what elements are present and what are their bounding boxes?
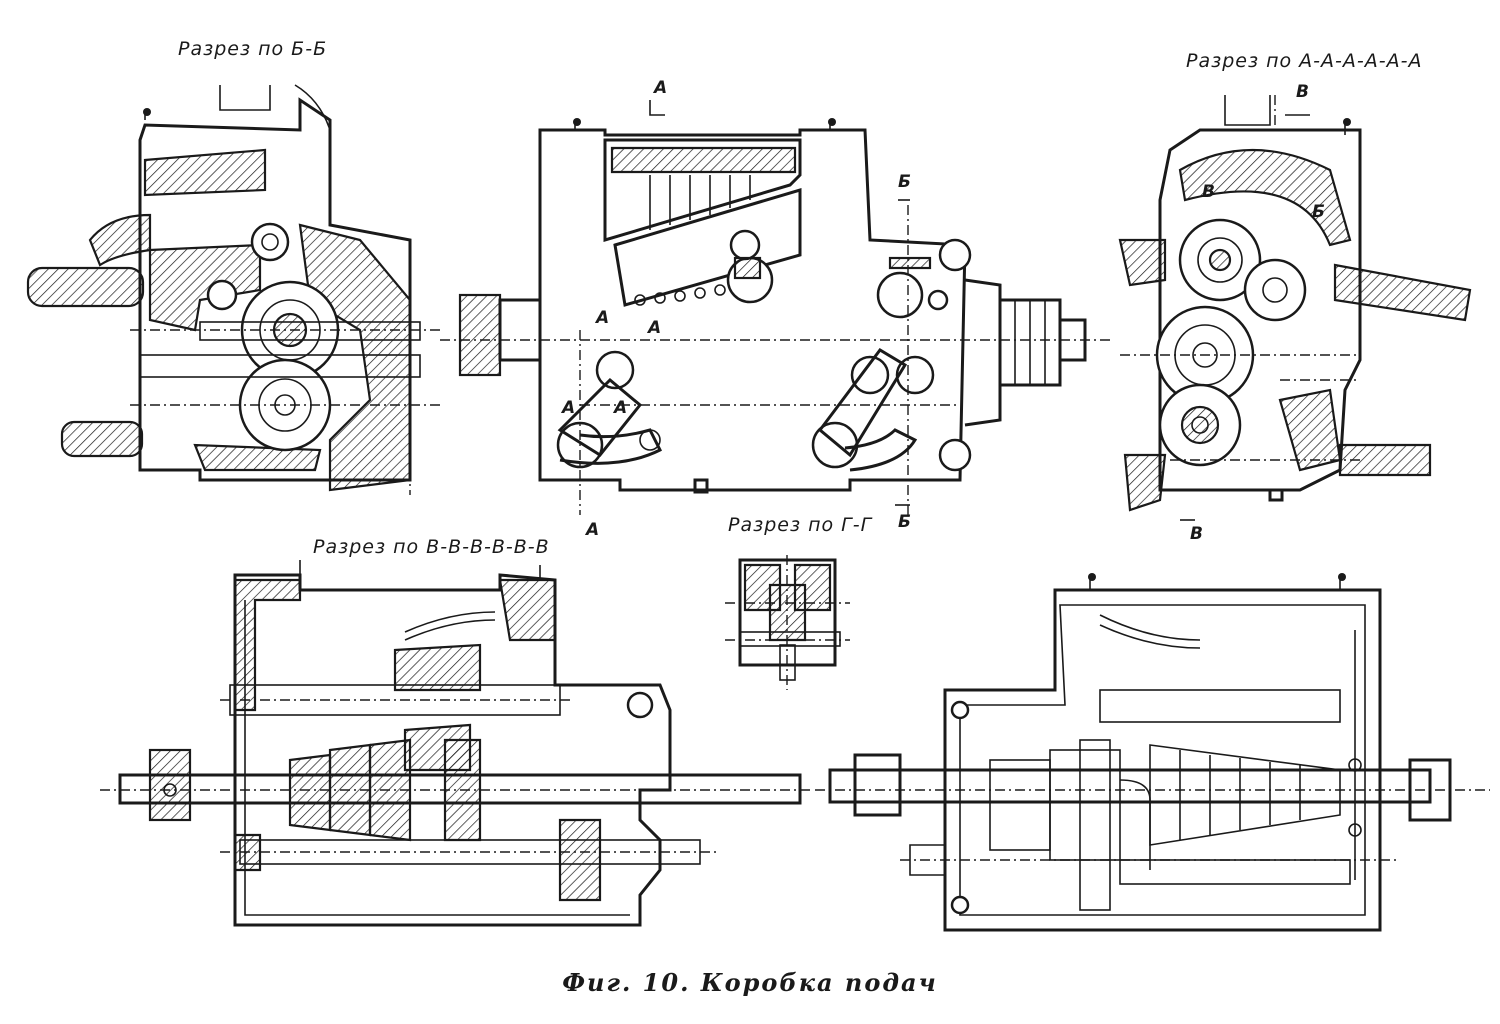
section-aaa-title: Разрез по А-А-А-А-А-А <box>1186 50 1423 72</box>
view-plan <box>815 573 1490 932</box>
section-vvv-title: Разрез по В-В-В-В-В-В <box>313 536 550 558</box>
cut-mark-v-top: В <box>1296 82 1309 102</box>
view-section-aaa <box>1118 95 1472 521</box>
cut-mark-a-inner-3: А <box>562 398 576 418</box>
cut-mark-v-inner-1: В <box>1202 182 1215 202</box>
figure-caption: Фиг. 10. Коробка подач <box>562 968 938 997</box>
cut-mark-b-bottom: Б <box>898 512 911 532</box>
view-section-bb <box>26 84 440 495</box>
cut-mark-b-top: Б <box>898 172 911 192</box>
cut-mark-v-bottom: В <box>1190 524 1203 544</box>
cut-mark-a-top: А <box>654 78 668 98</box>
view-front <box>440 100 1110 515</box>
cut-mark-a-inner-4: А <box>614 398 628 418</box>
section-gg-title: Разрез по Г-Г <box>728 514 873 536</box>
cut-mark-a-inner-1: А <box>596 308 610 328</box>
cut-mark-a-inner-2: А <box>648 318 662 338</box>
view-section-vvv <box>100 560 810 927</box>
cut-mark-a-bottom: А <box>586 520 600 540</box>
view-section-gg <box>725 555 850 690</box>
section-bb-title: Разрез по Б-Б <box>178 38 328 60</box>
cut-mark-b-inner-1: Б <box>1312 202 1325 222</box>
